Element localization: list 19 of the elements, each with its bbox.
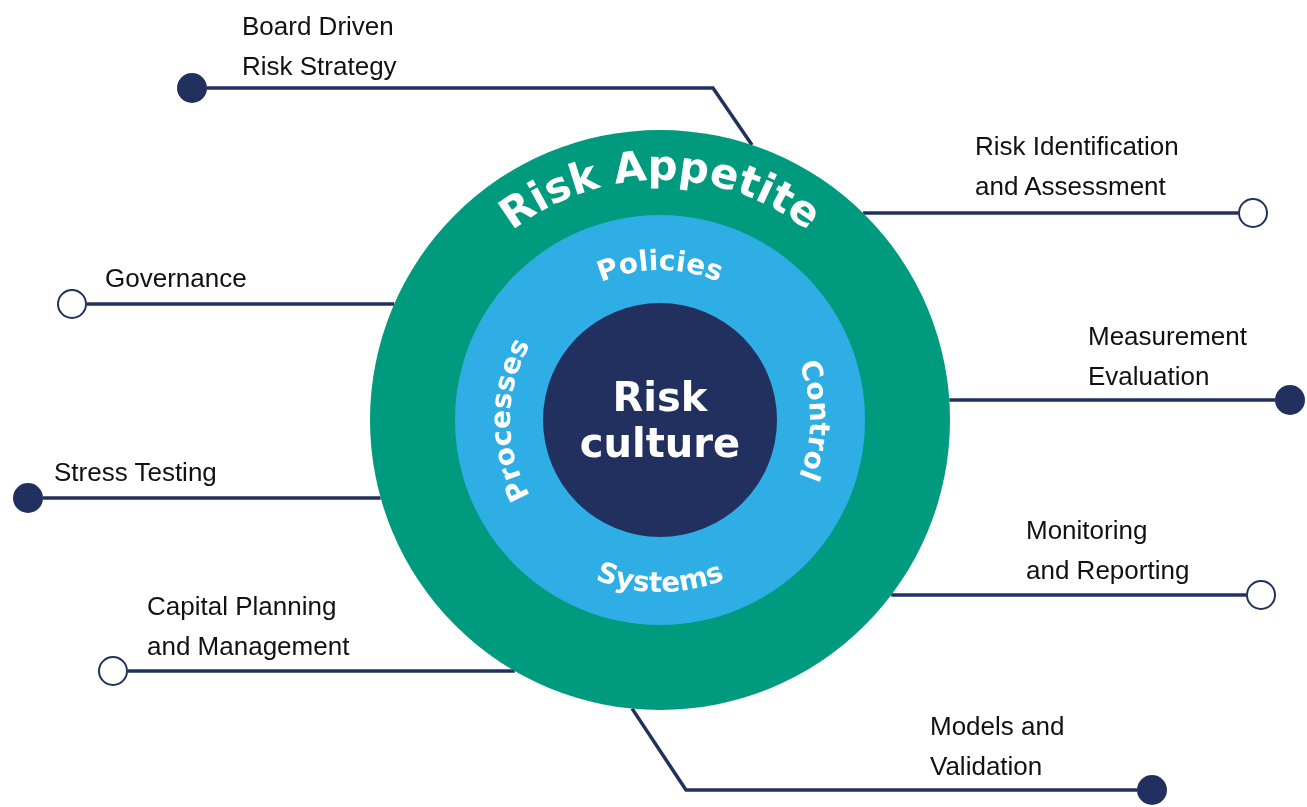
item-label: Risk Identification and Assessment (975, 130, 1180, 203)
connector-line (87, 302, 395, 306)
connector-line (43, 496, 381, 500)
connector-line (128, 669, 515, 673)
item-label: Board Driven Risk Strategy (242, 10, 398, 83)
item-label: Measurement Evaluation (1088, 320, 1248, 393)
connector-line (863, 211, 1238, 215)
connector-line (630, 707, 1137, 792)
connector-line (891, 593, 1246, 597)
connector-line (207, 86, 754, 146)
item-label: Monitoring and Reporting (1026, 514, 1191, 587)
item-label: Models and Validation (930, 710, 1066, 783)
connector-line (949, 398, 1275, 402)
ring-label: Policies (592, 243, 728, 289)
core-label: Risk culture (578, 374, 742, 466)
item-label: Capital Planning and Management (147, 590, 351, 663)
item-label: Stress Testing (54, 456, 217, 489)
item-label: Governance (105, 262, 247, 295)
ring-label: Systems (592, 554, 728, 600)
